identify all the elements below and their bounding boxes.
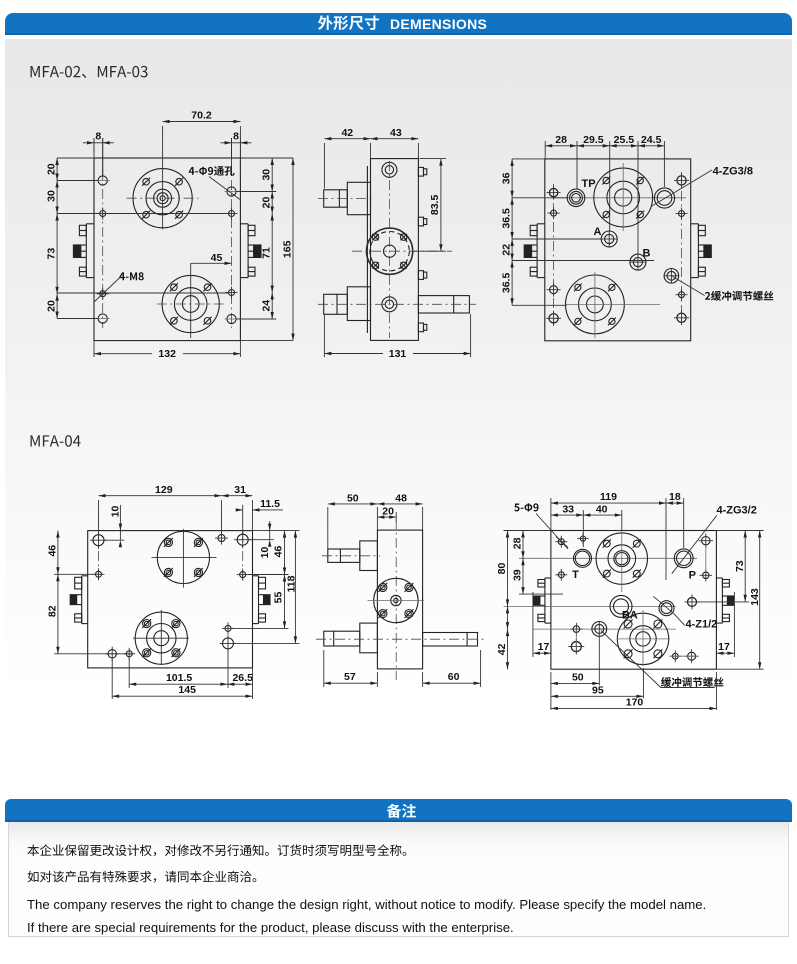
svg-text:B: B bbox=[643, 247, 651, 259]
svg-text:30: 30 bbox=[46, 190, 58, 202]
svg-text:73: 73 bbox=[46, 248, 58, 260]
svg-text:22: 22 bbox=[501, 244, 513, 256]
svg-text:28: 28 bbox=[555, 134, 567, 146]
svg-text:17: 17 bbox=[538, 641, 550, 653]
svg-text:50: 50 bbox=[347, 492, 359, 504]
svg-text:25.5: 25.5 bbox=[614, 134, 635, 146]
svg-text:20: 20 bbox=[382, 505, 394, 517]
svg-text:50: 50 bbox=[572, 671, 584, 683]
svg-text:82: 82 bbox=[47, 605, 59, 617]
svg-text:70.2: 70.2 bbox=[191, 109, 212, 121]
svg-text:33: 33 bbox=[562, 503, 574, 515]
svg-text:36: 36 bbox=[501, 172, 513, 184]
svg-text:8: 8 bbox=[95, 131, 101, 143]
svg-text:28: 28 bbox=[512, 537, 524, 549]
svg-text:55: 55 bbox=[272, 592, 284, 604]
svg-text:30: 30 bbox=[261, 169, 273, 181]
svg-text:80: 80 bbox=[496, 563, 508, 575]
svg-text:20: 20 bbox=[261, 197, 273, 209]
svg-text:131: 131 bbox=[389, 348, 407, 360]
svg-text:42: 42 bbox=[341, 127, 353, 139]
svg-text:48: 48 bbox=[395, 492, 407, 504]
svg-text:31: 31 bbox=[234, 484, 246, 496]
svg-text:TP: TP bbox=[581, 178, 595, 190]
svg-text:26.5: 26.5 bbox=[232, 672, 253, 684]
svg-text:132: 132 bbox=[158, 348, 176, 360]
svg-text:45: 45 bbox=[211, 252, 223, 264]
svg-text:57: 57 bbox=[344, 671, 356, 683]
svg-text:17: 17 bbox=[718, 641, 730, 653]
svg-text:29.5: 29.5 bbox=[583, 134, 604, 146]
svg-text:145: 145 bbox=[178, 684, 196, 696]
svg-text:119: 119 bbox=[600, 491, 617, 503]
svg-text:71: 71 bbox=[261, 247, 273, 259]
svg-text:42: 42 bbox=[496, 643, 508, 655]
svg-text:118: 118 bbox=[286, 575, 298, 592]
svg-text:BA: BA bbox=[622, 610, 638, 622]
svg-text:39: 39 bbox=[512, 569, 524, 581]
svg-text:36.5: 36.5 bbox=[501, 273, 513, 294]
svg-text:24.5: 24.5 bbox=[641, 134, 662, 146]
svg-text:4-Z1/2: 4-Z1/2 bbox=[686, 619, 718, 631]
svg-text:4-ZG3/8: 4-ZG3/8 bbox=[713, 165, 753, 177]
svg-text:T: T bbox=[572, 569, 579, 581]
svg-text:165: 165 bbox=[281, 240, 293, 258]
svg-text:40: 40 bbox=[596, 503, 608, 515]
svg-text:11.5: 11.5 bbox=[260, 498, 280, 510]
svg-text:20: 20 bbox=[46, 163, 58, 175]
svg-text:143: 143 bbox=[749, 588, 761, 606]
svg-text:170: 170 bbox=[626, 696, 644, 708]
svg-text:18: 18 bbox=[669, 491, 681, 503]
svg-text:8: 8 bbox=[233, 131, 239, 143]
svg-text:36.5: 36.5 bbox=[501, 208, 513, 229]
svg-text:4-ZG3/2: 4-ZG3/2 bbox=[717, 505, 757, 517]
svg-text:83.5: 83.5 bbox=[429, 195, 441, 216]
svg-text:20: 20 bbox=[46, 300, 58, 312]
svg-text:P: P bbox=[689, 569, 696, 581]
svg-text:73: 73 bbox=[734, 560, 746, 572]
svg-text:60: 60 bbox=[448, 671, 460, 683]
svg-text:A: A bbox=[594, 226, 602, 238]
svg-text:10: 10 bbox=[259, 547, 271, 559]
svg-text:95: 95 bbox=[592, 684, 604, 696]
svg-text:101.5: 101.5 bbox=[166, 672, 192, 684]
svg-text:24: 24 bbox=[261, 300, 273, 312]
svg-text:43: 43 bbox=[390, 127, 402, 139]
svg-text:46: 46 bbox=[46, 545, 58, 557]
svg-text:10: 10 bbox=[110, 506, 122, 518]
svg-text:129: 129 bbox=[155, 484, 173, 496]
svg-text:46: 46 bbox=[273, 546, 285, 558]
